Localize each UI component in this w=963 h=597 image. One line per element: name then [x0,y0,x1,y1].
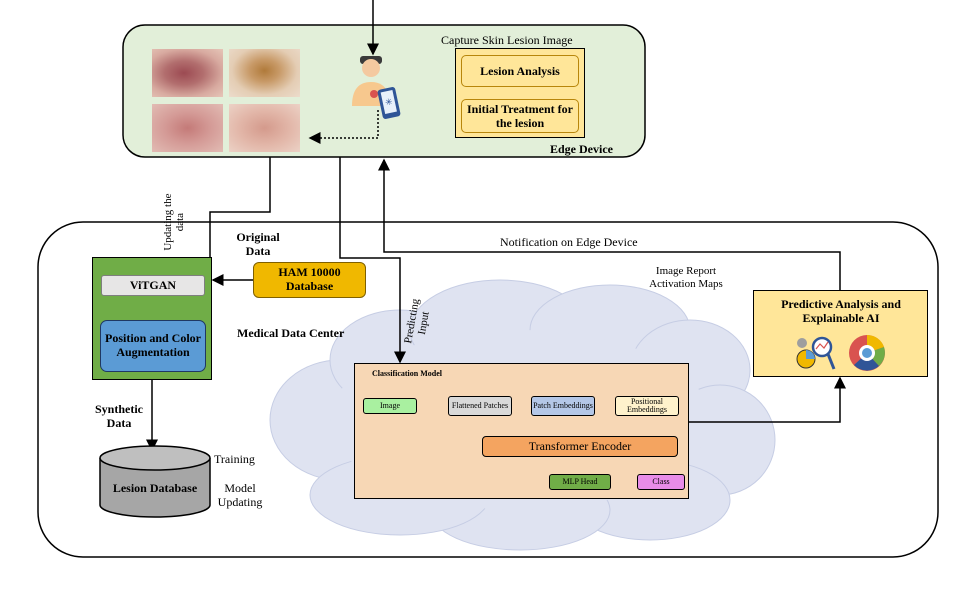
image-report-text: Image Report [655,265,717,277]
model-updating-label: Model Updating [210,481,270,510]
class-text: Class [652,476,670,486]
class-node: Class [637,474,685,490]
lesion-photo-3 [152,104,223,152]
flattened-node: Flattened Patches [448,396,512,416]
patch-emb-node: Patch Embeddings [531,396,595,416]
lesion-analysis-text: Lesion Analysis [480,63,560,78]
initial-treatment-label: Initial Treatment for the lesion [461,99,579,133]
lesion-photo-1 [152,49,223,97]
data-center-title: Medical Data Center [237,326,345,340]
classification-panel [354,363,689,499]
image-node: Image [363,398,417,414]
lesion-database-text: Lesion Database [112,481,198,496]
augmentation-box: Position and Color Augmentation [100,320,206,372]
capture-label: Capture Skin Lesion Image [441,33,573,47]
svg-text:✳: ✳ [384,96,394,107]
ham-database-box: HAM 10000 Database [253,262,366,298]
initial-treatment-text: Initial Treatment for the lesion [467,101,573,130]
ham-database-text: HAM 10000 Database [278,265,341,293]
original-data-text: Original Data [236,230,280,258]
image-node-text: Image [380,400,400,410]
analytics-magnifier-icon [796,336,836,370]
notification-label: Notification on Edge Device [500,235,638,249]
updating-data-text: Updating the data [161,193,186,251]
mlp-node: MLP Head [549,474,611,490]
pos-emb-node: Positional Embeddings [615,396,679,416]
updating-data-label: Updating the data [152,188,196,258]
predictive-title: Predictive Analysis and Explainable AI [760,297,922,326]
pos-emb-text: Positional Embeddings [627,396,667,414]
edge-device-title: Edge Device [550,142,613,156]
pie-chart-icon [849,334,885,371]
encoder-text: Transformer Encoder [528,439,632,453]
vitgan-box: ViTGAN [101,275,205,296]
lesion-analysis-label: Lesion Analysis [461,55,579,87]
image-report-label: Image Report Activation Maps [640,265,732,290]
lesion-database-cylinder [99,445,211,518]
training-label: Training [214,452,255,466]
mlp-text: MLP Head [562,476,598,486]
classification-title: Classification Model [372,369,442,378]
lesion-photo-2 [229,49,300,97]
encoder-node: Transformer Encoder [482,436,678,457]
predictive-title-text: Predictive Analysis and Explainable AI [781,297,901,326]
model-updating-text: Model Updating [217,481,263,509]
synthetic-data-label: Synthetic Data [84,402,154,431]
synthetic-data-text: Synthetic Data [95,402,143,430]
lesion-photo-4 [229,104,300,152]
patch-emb-text: Patch Embeddings [533,400,593,410]
flattened-node-text: Flattened Patches [451,400,509,410]
person-with-phone-icon: ✳ [352,56,401,119]
lesion-database-label: Lesion Database [104,472,206,506]
predicting-input-label: Predicting Input [398,290,438,350]
original-data-label: Original Data [228,230,288,259]
predicting-input-text: Predicting Input [402,297,432,345]
activation-maps-text: Activation Maps [649,277,723,290]
augmentation-text: Position and Color Augmentation [104,331,201,359]
predictive-panel [753,290,928,377]
vitgan-text: ViTGAN [129,278,177,292]
data-center-frame [37,221,939,558]
